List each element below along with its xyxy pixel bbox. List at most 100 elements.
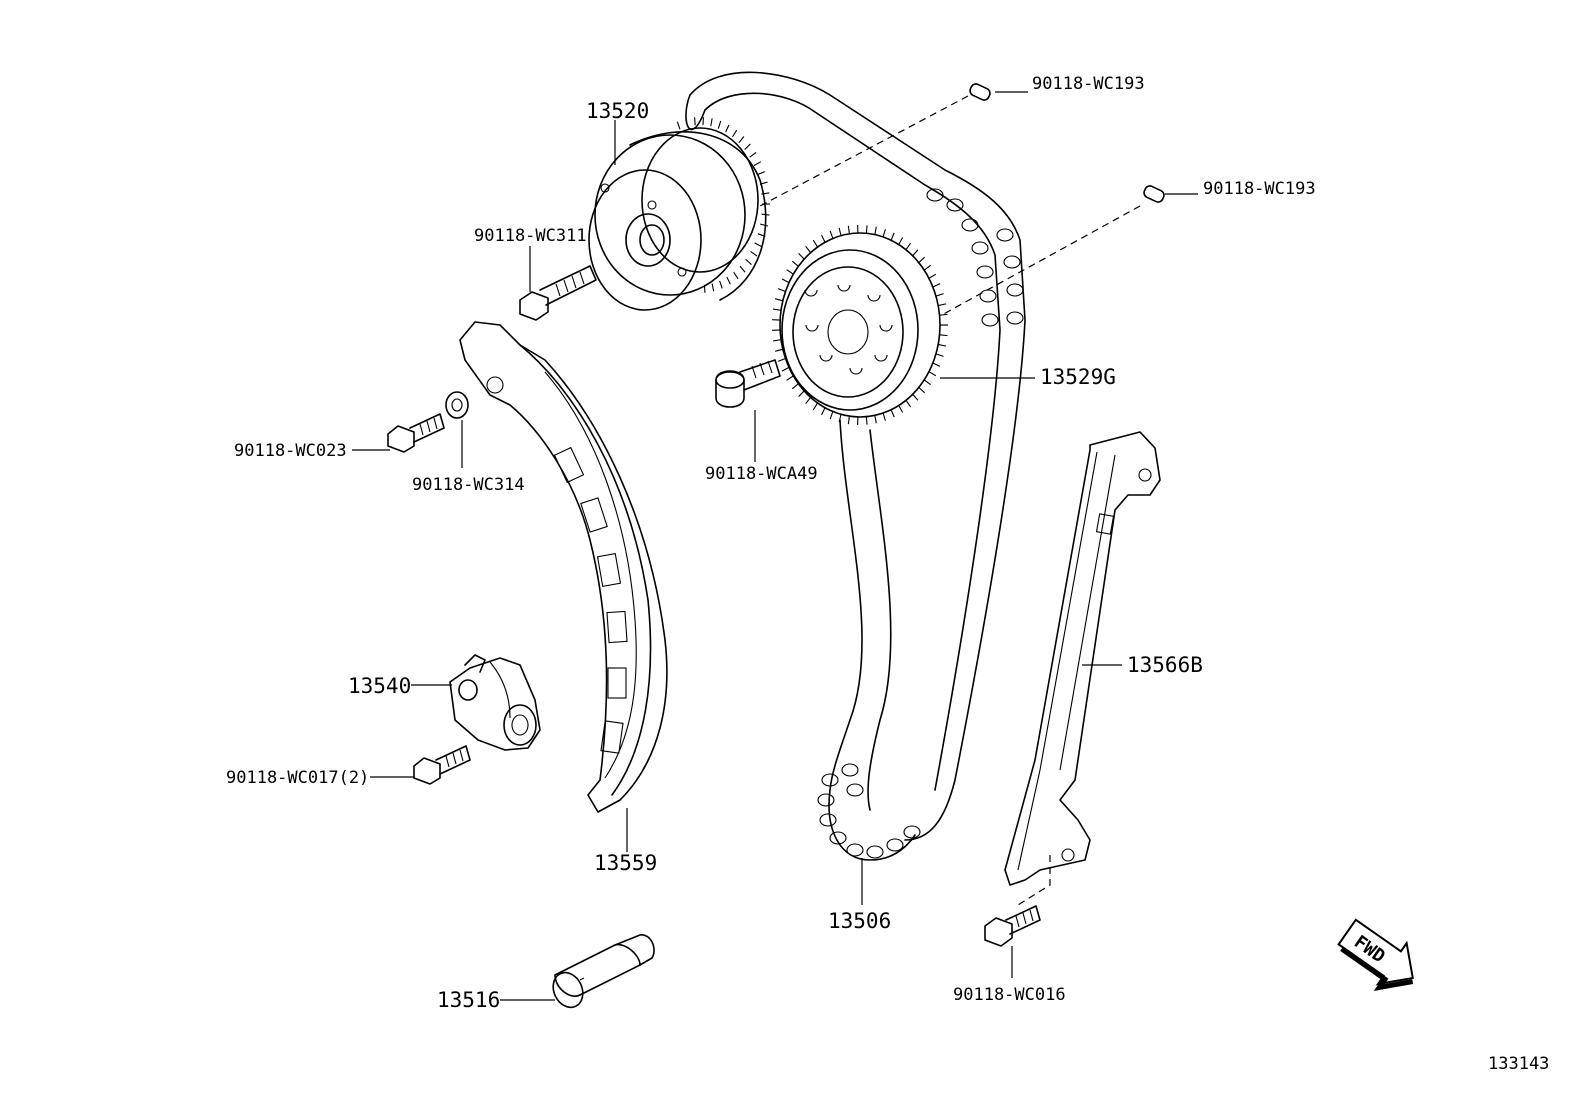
gear-tooth (865, 416, 868, 425)
bolt-90118-wc017[interactable] (413, 745, 471, 785)
gear-tooth (745, 258, 752, 266)
label-90118-wc193-upper: 90118-WC193 (1032, 74, 1145, 94)
gear-tooth (754, 242, 762, 248)
gear-tooth (726, 276, 731, 285)
pin-90118-wc193-upper[interactable] (968, 82, 991, 101)
gear-tooth (821, 234, 826, 243)
gear-tooth (935, 353, 944, 357)
gear-tooth (912, 249, 919, 257)
bolt-90118-wca49[interactable] (715, 359, 781, 408)
gear-tooth (838, 227, 842, 236)
gear-tooth (932, 362, 941, 367)
gear-tooth (717, 120, 722, 129)
gear-tooth (829, 230, 834, 239)
gear-tooth (777, 288, 786, 293)
gear-tooth (733, 271, 739, 280)
label-90118-wc314: 90118-WC314 (412, 475, 525, 495)
timing-chain[interactable] (685, 71, 1026, 861)
gear-tooth (847, 416, 850, 425)
bolt-90118-wc023[interactable] (387, 413, 445, 453)
camshaft-timing-gear-assembly[interactable] (588, 117, 771, 311)
gear-tooth (905, 399, 912, 408)
gear-tooth (703, 284, 706, 293)
gear-tooth (676, 121, 681, 130)
gear-tooth (890, 409, 895, 418)
pin-90118-wc193-lower[interactable] (1142, 184, 1165, 203)
label-90118-wc016: 90118-WC016 (953, 985, 1066, 1005)
gear-tooth (773, 339, 782, 342)
gear-tooth (773, 308, 782, 311)
gear-tooth (939, 313, 948, 316)
gear-tooth (777, 357, 786, 362)
gear-tooth (798, 390, 805, 398)
bolt-90118-wc016[interactable] (984, 905, 1041, 947)
gear-tooth (905, 242, 912, 251)
gear-tooth (753, 161, 762, 167)
sprocket-13529g[interactable] (772, 225, 948, 425)
gear-tooth (890, 232, 895, 241)
gear-tooth (918, 387, 926, 394)
gear-tooth (821, 407, 826, 416)
gear-tooth (882, 412, 886, 421)
label-13516: 13516 (437, 988, 500, 1012)
gear-tooth (847, 225, 850, 234)
gear-tooth (829, 411, 834, 420)
gear-tooth (774, 298, 783, 302)
gear-tooth (757, 171, 765, 176)
gear-tooth (874, 415, 877, 424)
gear-tooth (738, 136, 745, 144)
assembly-lines (759, 95, 1141, 906)
gear-tooth (710, 118, 713, 127)
washer-90118-wc314[interactable] (445, 391, 469, 419)
gear-tooth (939, 334, 948, 337)
gear-tooth (938, 303, 947, 307)
gear-tooth (805, 246, 812, 253)
gear-tooth (918, 256, 926, 263)
gear-tooth (685, 118, 689, 127)
label-90118-wc311: 90118-WC311 (474, 226, 587, 246)
gear-tooth (882, 229, 886, 238)
gear-tooth (759, 181, 768, 185)
gear-tooth (694, 117, 696, 126)
diagram-number: 133143 (1488, 1054, 1549, 1074)
leader-lines (352, 91, 1198, 1001)
label-13559: 13559 (594, 851, 657, 875)
gear-tooth (812, 402, 819, 411)
gear-tooth (791, 383, 799, 390)
tensioner-slipper-13559[interactable] (459, 321, 668, 813)
bolt-90118-wc311[interactable] (519, 265, 597, 321)
gear-tooth (798, 252, 805, 260)
gear-tooth (749, 151, 757, 158)
gear-tooth (786, 269, 794, 275)
label-13529g: 13529G (1040, 365, 1116, 389)
gear-tooth (898, 237, 904, 245)
gear-tooth (935, 293, 944, 297)
gear-tooth (757, 233, 766, 238)
gear-tooth (781, 366, 790, 372)
label-13520: 13520 (586, 99, 649, 123)
chain-guide-13566b[interactable] (1004, 431, 1161, 886)
gear-tooth (760, 223, 769, 227)
gear-tooth (874, 226, 877, 235)
label-90118-wc017: 90118-WC017(2) (226, 768, 369, 788)
label-90118-wca49: 90118-WCA49 (705, 464, 818, 484)
gear-tooth (791, 260, 799, 267)
label-90118-wc023: 90118-WC023 (234, 441, 347, 461)
gear-tooth (932, 283, 941, 288)
fwd-arrow: FWD (1337, 918, 1414, 991)
gear-tooth (812, 239, 819, 248)
gear-tooth (898, 405, 904, 413)
pin-13516[interactable] (548, 934, 655, 1012)
chain-tensioner-13540[interactable] (449, 654, 541, 751)
gear-tooth (781, 278, 790, 284)
gear-tooth (865, 225, 868, 234)
label-13540: 13540 (348, 674, 411, 698)
gear-tooth (774, 348, 783, 352)
gear-tooth (761, 213, 770, 216)
label-13506: 13506 (828, 909, 891, 933)
gear-tooth (805, 397, 812, 404)
gear-tooth (923, 379, 931, 386)
gear-tooth (739, 265, 746, 273)
gear-tooth (711, 283, 715, 292)
